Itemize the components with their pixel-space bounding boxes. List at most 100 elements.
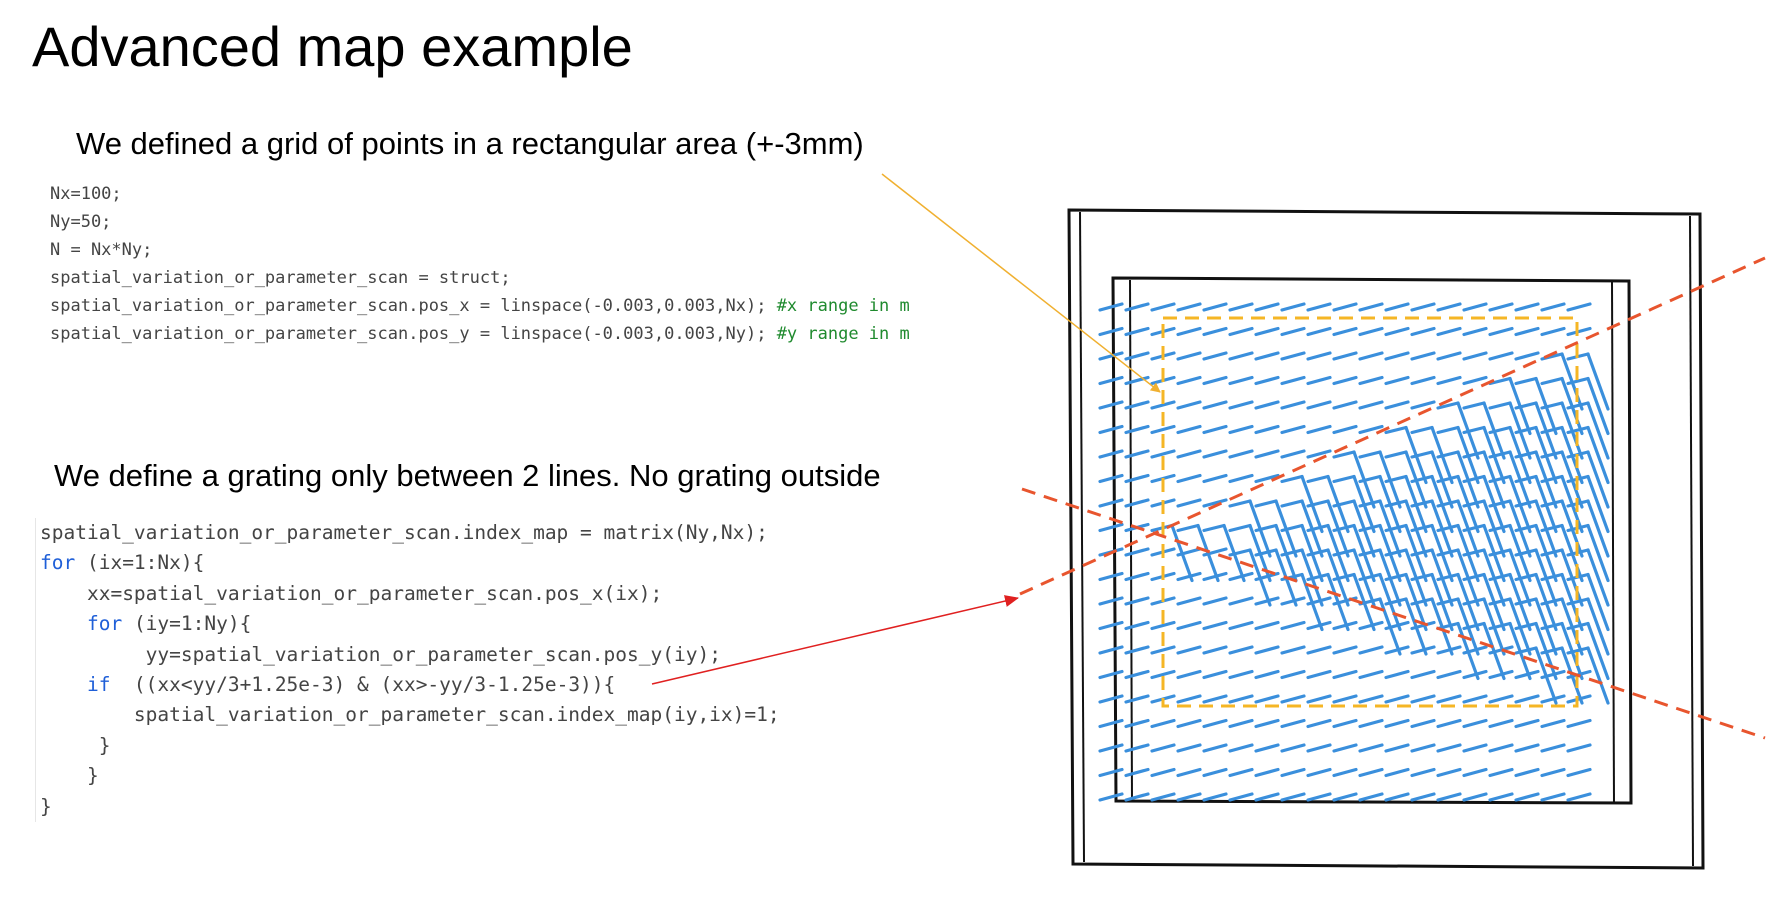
hatch-stroke — [1202, 375, 1228, 386]
hatch-stroke — [1228, 424, 1254, 435]
hatch-stroke — [1586, 597, 1610, 656]
hatch-stroke — [1306, 523, 1330, 533]
hatch-stroke — [1462, 669, 1488, 680]
hatch-stroke — [1514, 401, 1538, 410]
hatch-stroke — [1280, 669, 1306, 680]
hatch-stroke — [1098, 522, 1124, 533]
hatch-stroke — [1228, 571, 1254, 582]
hatch-stroke — [1280, 302, 1306, 312]
hatch-stroke — [1586, 646, 1610, 705]
hatch-stroke — [1176, 351, 1202, 361]
hatch-stroke — [1358, 645, 1384, 655]
hatch-stroke — [1436, 474, 1460, 484]
hatch-stroke — [1540, 401, 1564, 410]
hatch-stroke — [1410, 718, 1436, 729]
hatch-stroke — [1332, 523, 1356, 533]
hatch-stroke — [1384, 669, 1410, 680]
hatch-stroke — [1410, 669, 1436, 680]
hatch-stroke — [1098, 449, 1124, 459]
hatch-stroke — [1332, 669, 1358, 680]
hatch-stroke — [1540, 302, 1566, 312]
hatch-stroke — [1566, 326, 1592, 337]
hatch-stroke — [1540, 792, 1566, 802]
hatch-stroke — [1280, 351, 1306, 361]
code-text: (iy=1:Ny){ — [122, 612, 252, 636]
hatch-stroke — [1098, 596, 1124, 606]
code-text: spatial_variation_or_parameter_scan.pos_… — [50, 296, 777, 316]
hatch-stroke — [1332, 694, 1358, 704]
hatch-stroke — [1566, 792, 1592, 802]
code-line: Ny=50; — [50, 208, 910, 236]
hatch-stroke — [1410, 326, 1436, 337]
hatch-stroke — [1228, 400, 1254, 410]
hatch-stroke — [1124, 498, 1150, 508]
hatch-stroke — [1202, 718, 1228, 729]
hatch-stroke — [1586, 474, 1610, 534]
hatch-stroke — [1332, 302, 1358, 312]
hatch-stroke — [1358, 351, 1384, 361]
code-line: } — [40, 792, 780, 822]
hatch-stroke — [1410, 375, 1436, 386]
hatch-stroke — [1358, 548, 1382, 557]
grid-area-dashed-box — [1161, 316, 1579, 708]
code-line: xx=spatial_variation_or_parameter_scan.p… — [40, 579, 780, 609]
hatch-stroke — [1540, 450, 1564, 459]
code-comment: #x range in m — [776, 296, 910, 316]
hatch-stroke — [1176, 473, 1202, 484]
hatch-stroke — [1202, 669, 1228, 680]
hatch-stroke — [1462, 523, 1486, 533]
hatch-stroke — [1586, 352, 1610, 411]
hatch-stroke — [1202, 792, 1228, 802]
hatch-stroke — [1488, 621, 1512, 631]
hatch-stroke — [1540, 548, 1564, 557]
hatch-stroke — [1124, 767, 1150, 778]
hatch-stroke — [1176, 547, 1202, 557]
hatch-stroke — [1098, 400, 1124, 410]
hatch-stroke — [1436, 548, 1460, 557]
hatch-stroke — [1332, 326, 1358, 337]
hatch-stroke — [1228, 523, 1252, 533]
hatch-stroke — [1514, 302, 1540, 312]
hatch-stroke — [1410, 425, 1434, 435]
hatch-stroke — [1332, 424, 1358, 435]
hatch-stroke — [1176, 620, 1202, 631]
hatch-stroke — [1488, 743, 1514, 753]
code-line: for (iy=1:Ny){ — [40, 609, 780, 639]
hatch-stroke — [1488, 572, 1512, 582]
hatch-stroke — [1358, 767, 1384, 778]
hatch-stroke — [1566, 694, 1592, 704]
hatch-stroke — [1306, 694, 1332, 704]
hatch-stroke — [1488, 401, 1512, 410]
hatch-stroke — [1410, 767, 1436, 778]
hatch-stroke — [1384, 694, 1410, 704]
hatch-stroke — [1228, 792, 1254, 802]
hatch-stroke — [1254, 473, 1280, 484]
hatch-stroke — [1228, 375, 1254, 386]
code-keyword: for — [40, 551, 76, 575]
hatch-stroke — [1306, 474, 1330, 484]
hatch-stroke — [1436, 302, 1462, 312]
hatch-stroke — [1462, 351, 1488, 361]
outer-frame — [1067, 208, 1705, 870]
hatch-stroke — [1436, 669, 1462, 680]
hatch-stroke — [1410, 743, 1436, 753]
hatch-stroke — [1124, 718, 1150, 729]
hatch-stroke — [1202, 571, 1228, 582]
hatch-stroke — [1150, 669, 1176, 680]
hatch-stroke — [1462, 548, 1486, 557]
hatch-stroke — [1540, 523, 1564, 533]
hatch-stroke — [1436, 743, 1462, 753]
hatch-stroke — [1306, 548, 1330, 557]
hatch-stroke — [1540, 376, 1564, 386]
hatch-stroke — [1124, 473, 1150, 484]
hatch-stroke — [1098, 743, 1124, 753]
hatch-stroke — [1358, 326, 1384, 337]
hatch-stroke — [1488, 597, 1512, 606]
hatch-stroke — [1202, 767, 1228, 778]
hatch-stroke — [1358, 572, 1382, 582]
hatch-stroke — [1358, 375, 1384, 386]
hatch-stroke — [1176, 669, 1202, 680]
hatch-stroke — [1150, 400, 1176, 410]
hatch-stroke — [1462, 375, 1488, 386]
hatch-stroke — [1586, 401, 1610, 460]
